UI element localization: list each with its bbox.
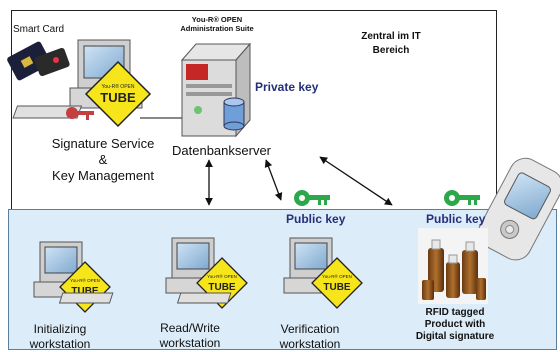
tube-badge-brand: You-R® OPEN xyxy=(207,273,237,279)
key-icon xyxy=(294,190,330,206)
tube-badge: You-R® OPEN TUBE xyxy=(311,257,363,309)
database-server-label: Datenbankserver xyxy=(172,143,271,158)
key-icon xyxy=(444,190,480,206)
workstation-label: Read/Write workstation xyxy=(159,321,221,350)
tube-badge-word: TUBE xyxy=(71,286,99,297)
suite-title: You-R® OPEN Administration Suite xyxy=(180,15,254,33)
workstation-label: Verification workstation xyxy=(279,322,341,351)
workstation-label: Initializing workstation xyxy=(29,322,91,351)
tube-badge-word: TUBE xyxy=(323,282,351,293)
public-key-label: Public key xyxy=(286,212,346,226)
arrow-suite-to-verification xyxy=(319,156,393,206)
smart-card-icon xyxy=(7,41,70,81)
smart-card-label: Smart Card xyxy=(13,24,65,35)
handheld-reader-icon xyxy=(477,157,560,261)
tube-badge-brand: You-R® OPEN xyxy=(322,273,352,279)
tube-badge-word: TUBE xyxy=(208,282,236,293)
central-zone-label: Zentral im IT Bereich xyxy=(361,31,421,56)
rfid-product-label: RFID tagged Product with Digital signatu… xyxy=(415,307,495,342)
private-key-label: Private key xyxy=(255,80,319,94)
public-key-label: Public key xyxy=(426,212,486,226)
arrow-suite-to-readwrite xyxy=(264,159,283,201)
signature-service-label: Signature Service & Key Management xyxy=(51,136,155,183)
tube-badge-brand: You-R® OPEN xyxy=(102,83,135,90)
database-icon xyxy=(223,97,245,131)
bottles-icon xyxy=(418,228,488,304)
tube-badge-word: TUBE xyxy=(100,90,136,105)
key-icon xyxy=(66,107,94,120)
tube-badge: You-R® OPEN TUBE xyxy=(84,60,152,128)
tube-badge-brand: You-R® OPEN xyxy=(70,277,100,283)
